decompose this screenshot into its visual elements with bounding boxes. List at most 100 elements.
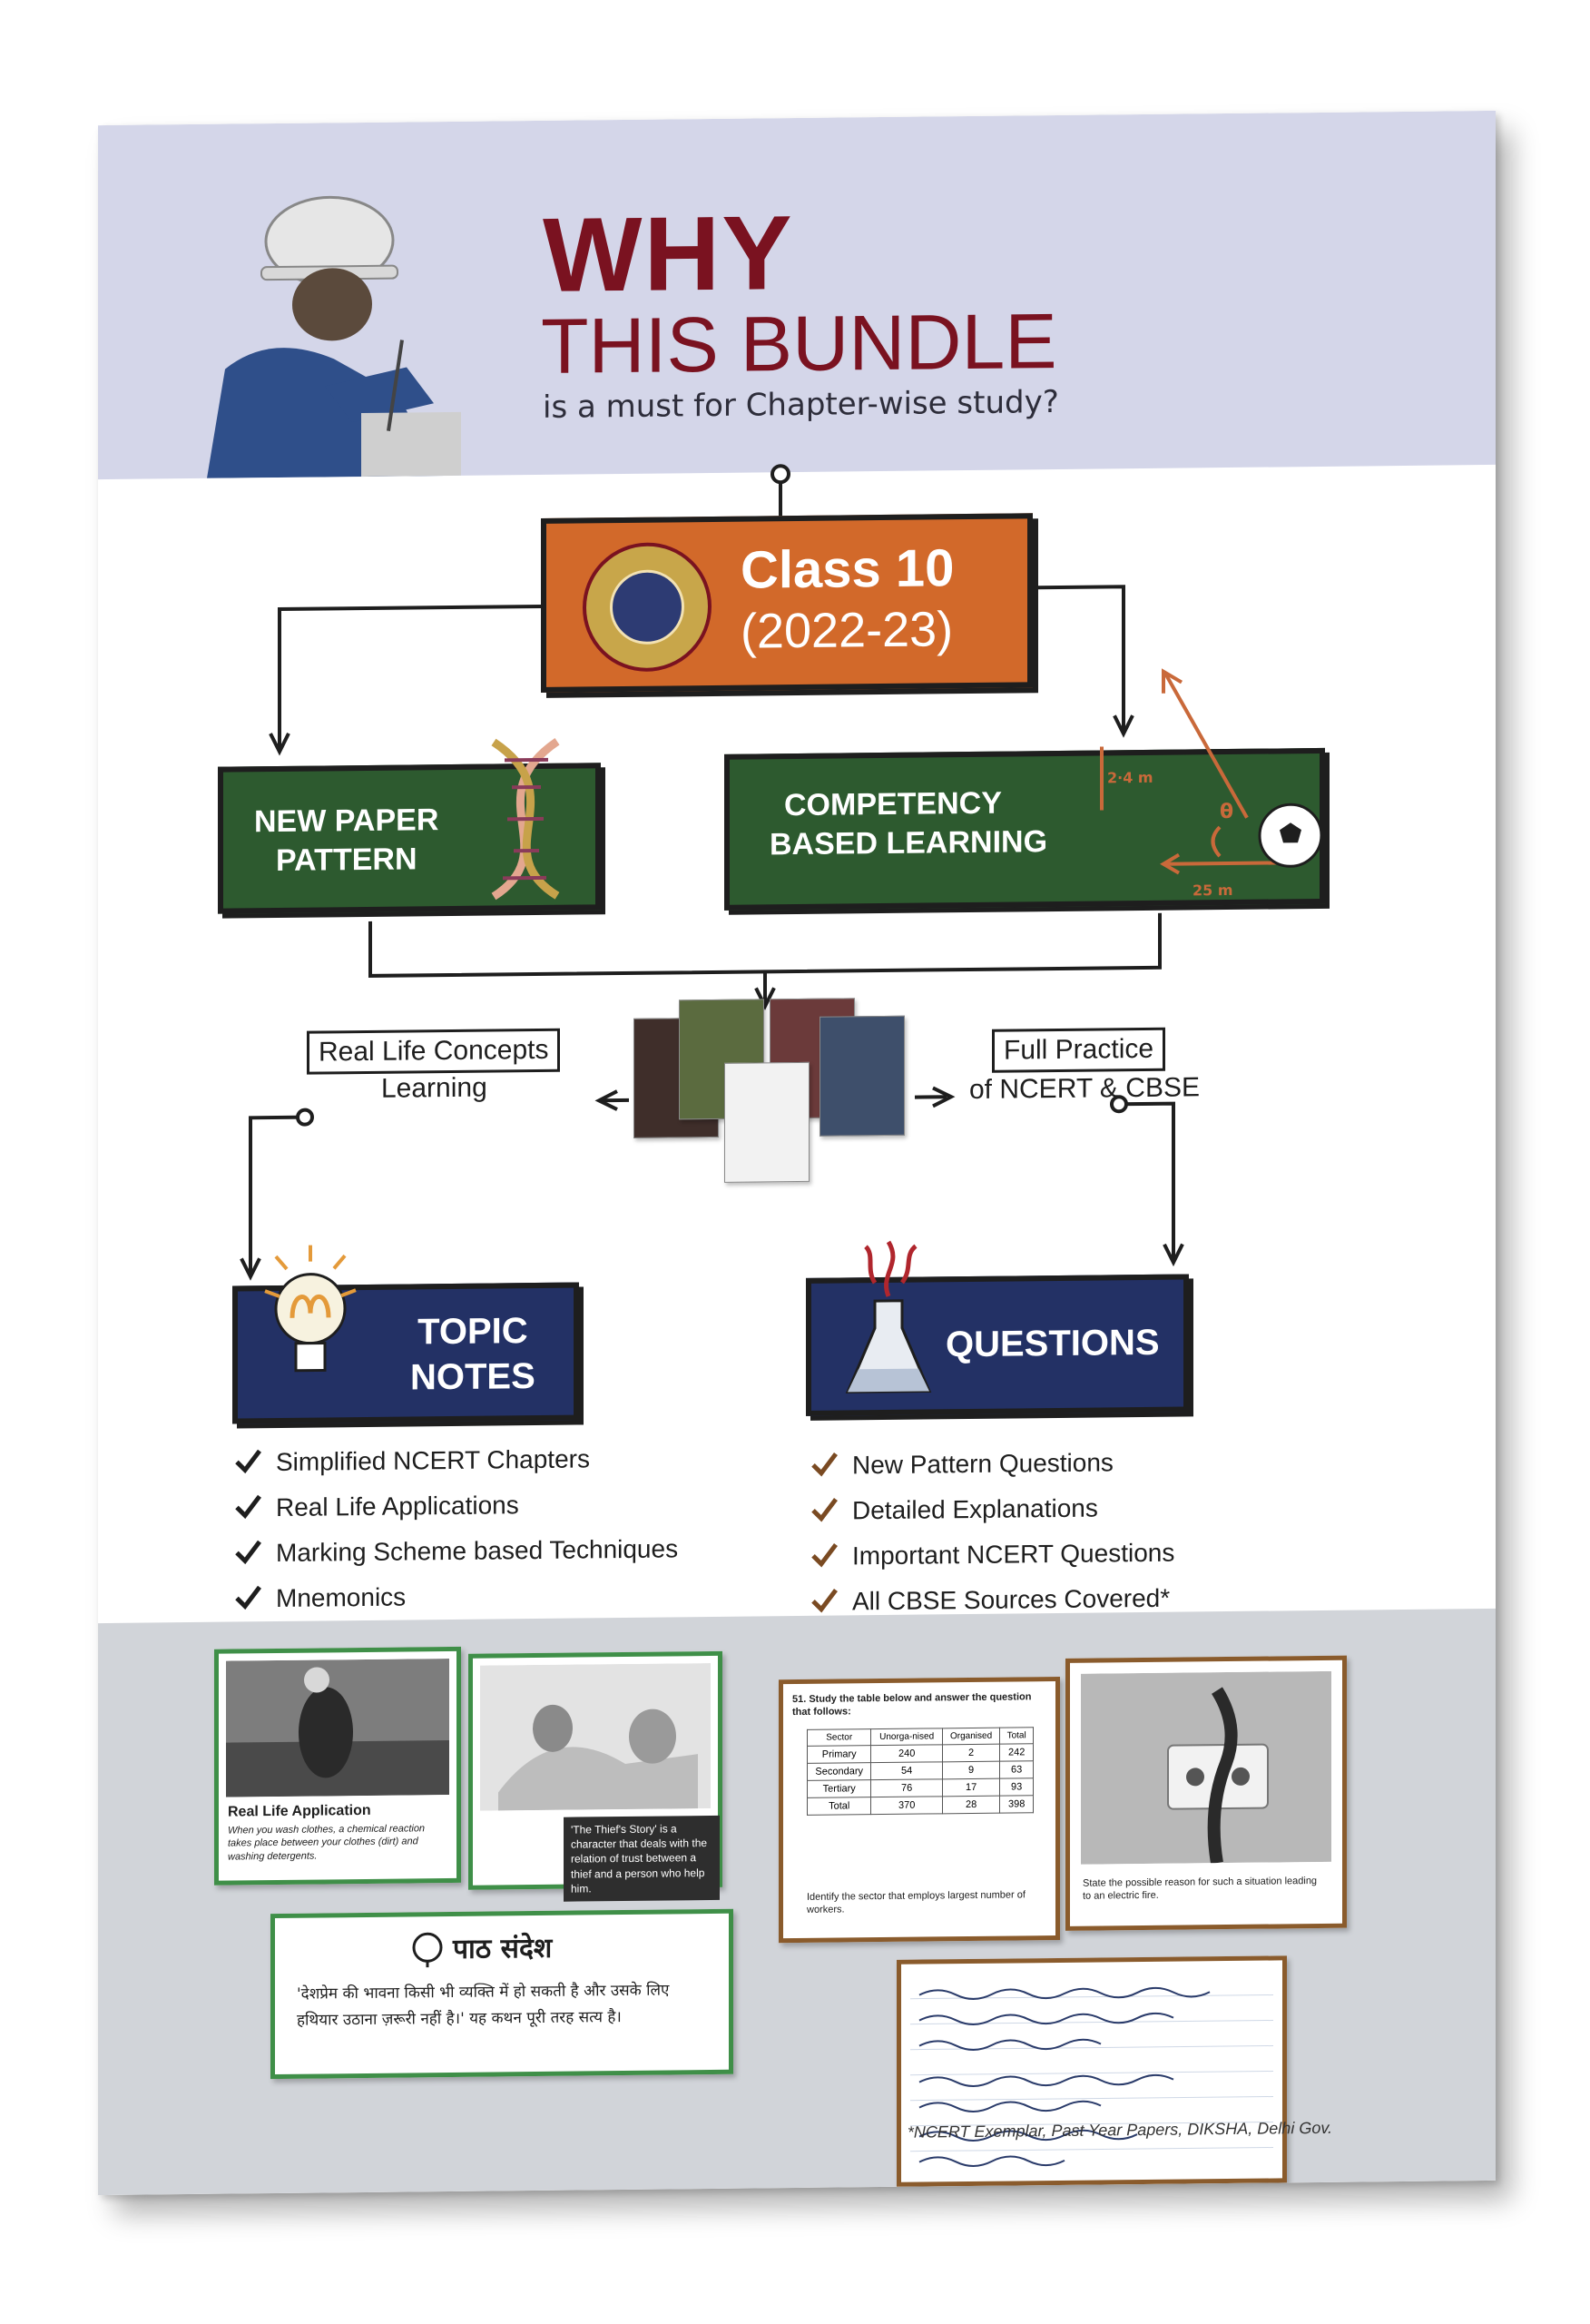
book-cover [820, 1015, 905, 1137]
check-icon [811, 1589, 838, 1613]
question-item-label: Important NCERT Questions [852, 1538, 1175, 1571]
questions-list: New Pattern Questions Detailed Explanati… [810, 1440, 1174, 1625]
flask-icon [845, 1240, 932, 1393]
thiefs-story-card: 'The Thief's Story' is a character that … [468, 1650, 722, 1902]
list-item: Important NCERT Questions [810, 1531, 1174, 1580]
student-illustration [207, 195, 461, 478]
competency-line2: BASED LEARNING [770, 823, 1048, 862]
headline-why: WHY [543, 193, 794, 314]
topic-item-label: Simplified NCERT Chapters [276, 1444, 590, 1477]
table-row: Primary 240 2 242 [807, 1743, 1034, 1764]
list-item: Simplified NCERT Chapters [234, 1435, 678, 1485]
table-cell: 63 [999, 1760, 1034, 1779]
sketch-label-height: 2·4 m [1107, 769, 1153, 787]
check-icon [811, 1543, 838, 1568]
question-item-label: Detailed Explanations [852, 1493, 1098, 1525]
new-paper-pattern-box: NEW PAPER PATTERN [218, 738, 601, 914]
check-icon [235, 1540, 261, 1565]
cbse-seal-icon [583, 541, 712, 673]
class-year: (2022-23) [741, 602, 954, 659]
book-bundle-image [633, 998, 906, 1209]
table-question: 51. Study the table below and answer the… [792, 1691, 1032, 1718]
lightbulb-icon [264, 1245, 357, 1373]
table-cell: Secondary [807, 1762, 871, 1781]
table-cell: 54 [870, 1761, 943, 1780]
washing-clothes-photo [226, 1659, 449, 1797]
check-icon [235, 1449, 261, 1474]
table-cell: 240 [870, 1744, 943, 1763]
list-item: Mnemonics [234, 1571, 678, 1621]
table-header: Sector [807, 1728, 871, 1747]
table-cell: 2 [942, 1744, 1000, 1762]
table-row: Tertiary 76 17 93 [807, 1777, 1034, 1798]
questions-box: QUESTIONS [806, 1240, 1189, 1416]
topic-notes-line2: NOTES [410, 1356, 535, 1398]
sector-table: Sector Unorga-nised Organised Total Prim… [807, 1727, 1034, 1816]
table-cell: 76 [870, 1778, 943, 1797]
headline-subtitle: is a must for Chapter-wise study? [543, 383, 1059, 426]
check-icon [811, 1498, 838, 1522]
table-cell: Primary [807, 1745, 871, 1764]
questions-title: QUESTIONS [946, 1322, 1160, 1365]
check-icon [235, 1494, 261, 1520]
competency-learning-box: COMPETENCY BASED LEARNING 2·4 m 25 m θ [724, 668, 1325, 911]
table-header: Unorga-nised [870, 1728, 943, 1746]
brain-icon [412, 1932, 443, 1968]
check-icon [811, 1452, 838, 1477]
poster-sheet: WHY THIS BUNDLE is a must for Chapter-wi… [98, 110, 1496, 2196]
question-item-label: New Pattern Questions [852, 1448, 1114, 1480]
hindi-card-title: पाठ संदेश [453, 1932, 553, 1965]
real-life-concepts-label: Real Life Concepts [307, 1028, 561, 1075]
handwritten-answer-card [897, 1955, 1287, 2187]
book-cover [724, 1061, 810, 1183]
question-item-label: All CBSE Sources Covered* [852, 1583, 1171, 1616]
hindi-message-card: पाठ संदेश 'देशप्रेम की भावना किसी भी व्य… [270, 1908, 733, 2080]
table-row: Total 370 28 398 [807, 1795, 1034, 1816]
topic-notes-line1: TOPIC [417, 1311, 528, 1353]
sector-table-card: 51. Study the table below and answer the… [779, 1676, 1060, 1944]
real-life-application-card: Real Life Application When you wash clot… [214, 1646, 461, 1886]
sketch-label-angle: θ [1220, 801, 1233, 823]
new-paper-line1: NEW PAPER [254, 803, 439, 840]
table-header: Total [999, 1727, 1034, 1745]
ncert-cbse-label: of NCERT & CBSE [969, 1072, 1200, 1106]
class-10-box: Class 10 (2022-23) [541, 513, 1033, 693]
thief-story-caption: 'The Thief's Story' is a character that … [564, 1815, 720, 1902]
topic-notes-box: TOPIC NOTES [232, 1245, 579, 1424]
real-life-text: When you wash clothes, a chemical reacti… [228, 1823, 426, 1863]
fire-caption: State the possible reason for such a sit… [1083, 1875, 1318, 1902]
sketch-label-distance: 25 m [1192, 881, 1233, 899]
table-footer: Identify the sector that employs largest… [807, 1889, 1026, 1916]
dna-icon [491, 738, 560, 901]
real-life-title: Real Life Application [228, 1802, 371, 1820]
topic-item-label: Mnemonics [276, 1582, 407, 1613]
list-item: Marking Scheme based Techniques [234, 1526, 678, 1576]
list-item: All CBSE Sources Covered* [810, 1576, 1174, 1625]
table-cell: 93 [999, 1777, 1034, 1797]
competency-line1: COMPETENCY [784, 785, 1002, 823]
list-item: New Pattern Questions [810, 1440, 1174, 1489]
list-item: Detailed Explanations [810, 1485, 1174, 1534]
table-cell: 398 [999, 1795, 1034, 1814]
projectile-sketch-icon: 2·4 m 25 m θ [1100, 668, 1323, 899]
table-cell: Total [807, 1797, 871, 1816]
learning-label: Learning [381, 1072, 487, 1104]
full-practice-label: Full Practice [992, 1027, 1166, 1073]
table-cell: 9 [942, 1761, 1000, 1779]
hindi-card-text: 'देशप्रेम की भावना किसी भी व्यक्ति में ह… [297, 1981, 670, 2030]
electric-fire-card: State the possible reason for such a sit… [1065, 1655, 1347, 1931]
class-title: Class 10 [741, 538, 955, 600]
table-row: Secondary 54 9 63 [807, 1760, 1034, 1781]
table-cell: 242 [999, 1743, 1034, 1762]
check-icon [235, 1585, 261, 1610]
table-cell: 370 [870, 1796, 943, 1815]
thief-story-illustration [480, 1662, 711, 1811]
table-cell: 17 [942, 1778, 1000, 1797]
new-paper-line2: PATTERN [276, 841, 417, 878]
handwriting-sample [910, 1986, 1273, 2167]
list-item: Real Life Applications [234, 1481, 678, 1531]
topic-item-label: Real Life Applications [276, 1491, 519, 1522]
table-cell: 28 [942, 1796, 1000, 1814]
headline-bundle: THIS BUNDLE [541, 297, 1057, 390]
table-cell: Tertiary [807, 1779, 871, 1798]
